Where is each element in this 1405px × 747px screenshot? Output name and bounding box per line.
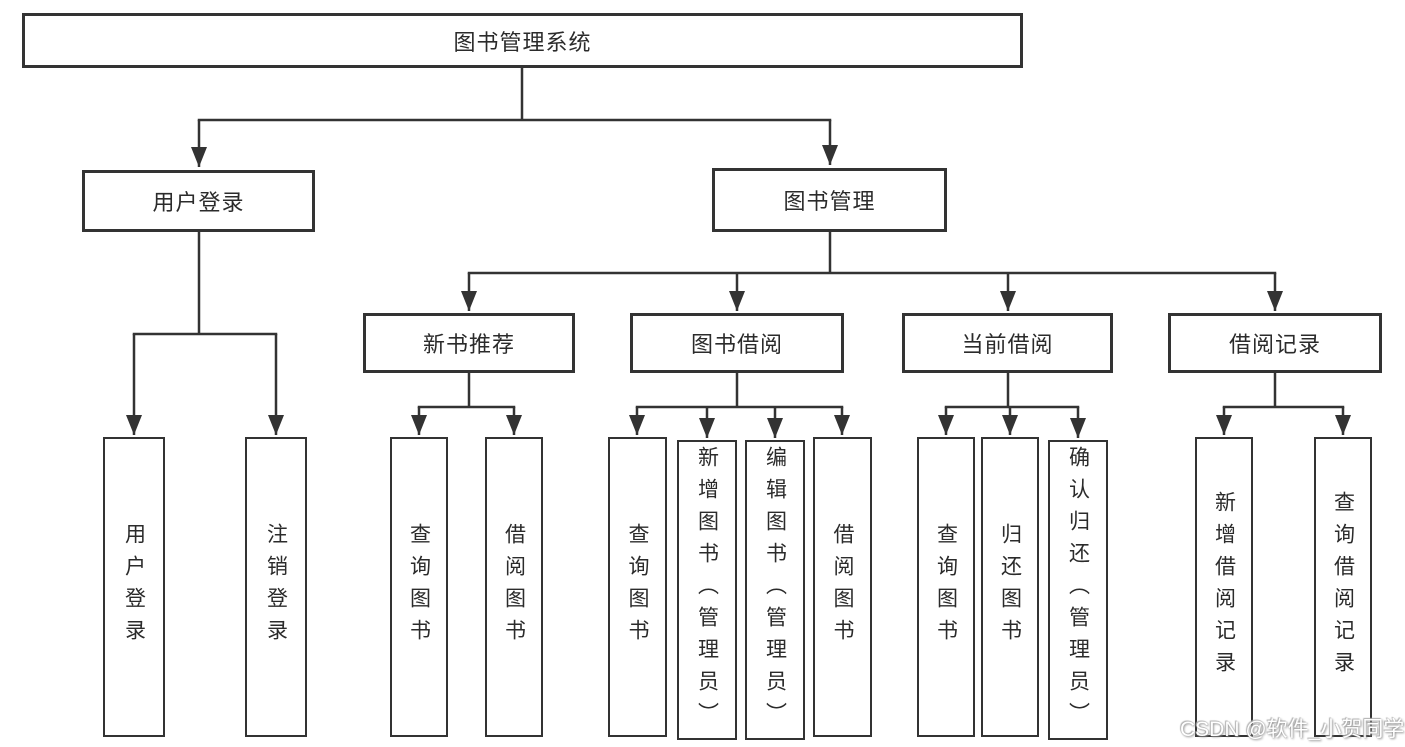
node-label: 当前借阅	[961, 332, 1054, 357]
node-label: 图书管理	[783, 189, 876, 214]
node-label: 借阅记录	[1228, 332, 1321, 357]
leaf-edit-books-admin: 编辑图书（管理员）	[745, 440, 805, 740]
node-label: 用户登录	[152, 190, 245, 215]
leaf-label: 查询图书	[626, 523, 649, 651]
node-borrow-records: 借阅记录	[1168, 313, 1382, 373]
node-book-borrow: 图书借阅	[630, 313, 844, 373]
leaf-label: 借阅图书	[502, 523, 526, 651]
node-new-book-recommend: 新书推荐	[363, 313, 575, 373]
node-book-management: 图书管理	[712, 168, 947, 232]
leaf-query-books-1: 查询图书	[390, 437, 448, 737]
node-label: 图书借阅	[690, 332, 783, 357]
leaf-label: 归还图书	[998, 523, 1022, 651]
leaf-borrow-books-2: 借阅图书	[813, 437, 872, 737]
leaf-query-borrow-record: 查询借阅记录	[1314, 437, 1372, 737]
leaf-query-books-3: 查询图书	[917, 437, 975, 737]
leaf-label: 编辑图书（管理员）	[763, 446, 787, 734]
leaf-confirm-return-admin: 确认归还（管理员）	[1048, 440, 1108, 740]
node-label: 图书管理系统	[453, 29, 592, 55]
leaf-label: 确认归还（管理员）	[1066, 446, 1090, 734]
leaf-label: 新增图书（管理员）	[695, 446, 719, 734]
leaf-return-books: 归还图书	[981, 437, 1039, 737]
node-user-login: 用户登录	[82, 170, 315, 232]
leaf-query-books-2: 查询图书	[608, 437, 667, 737]
leaf-add-borrow-record: 新增借阅记录	[1195, 437, 1253, 737]
leaf-label: 注销登录	[264, 523, 288, 651]
leaf-label: 查询图书	[934, 523, 958, 651]
leaf-label: 借阅图书	[831, 523, 854, 651]
leaf-label: 查询图书	[407, 523, 431, 651]
node-root-system: 图书管理系统	[22, 13, 1023, 68]
leaf-logout: 注销登录	[245, 437, 307, 737]
leaf-label: 查询借阅记录	[1331, 491, 1355, 683]
node-label: 新书推荐	[422, 332, 515, 357]
leaf-borrow-books-1: 借阅图书	[485, 437, 543, 737]
leaf-label: 新增借阅记录	[1212, 491, 1236, 683]
leaf-user-login: 用户登录	[103, 437, 165, 737]
node-current-borrow: 当前借阅	[902, 313, 1113, 373]
csdn-watermark: CSDN @软件_小贺同学	[1180, 718, 1405, 741]
leaf-label: 用户登录	[122, 523, 146, 651]
leaf-add-books-admin: 新增图书（管理员）	[677, 440, 737, 740]
